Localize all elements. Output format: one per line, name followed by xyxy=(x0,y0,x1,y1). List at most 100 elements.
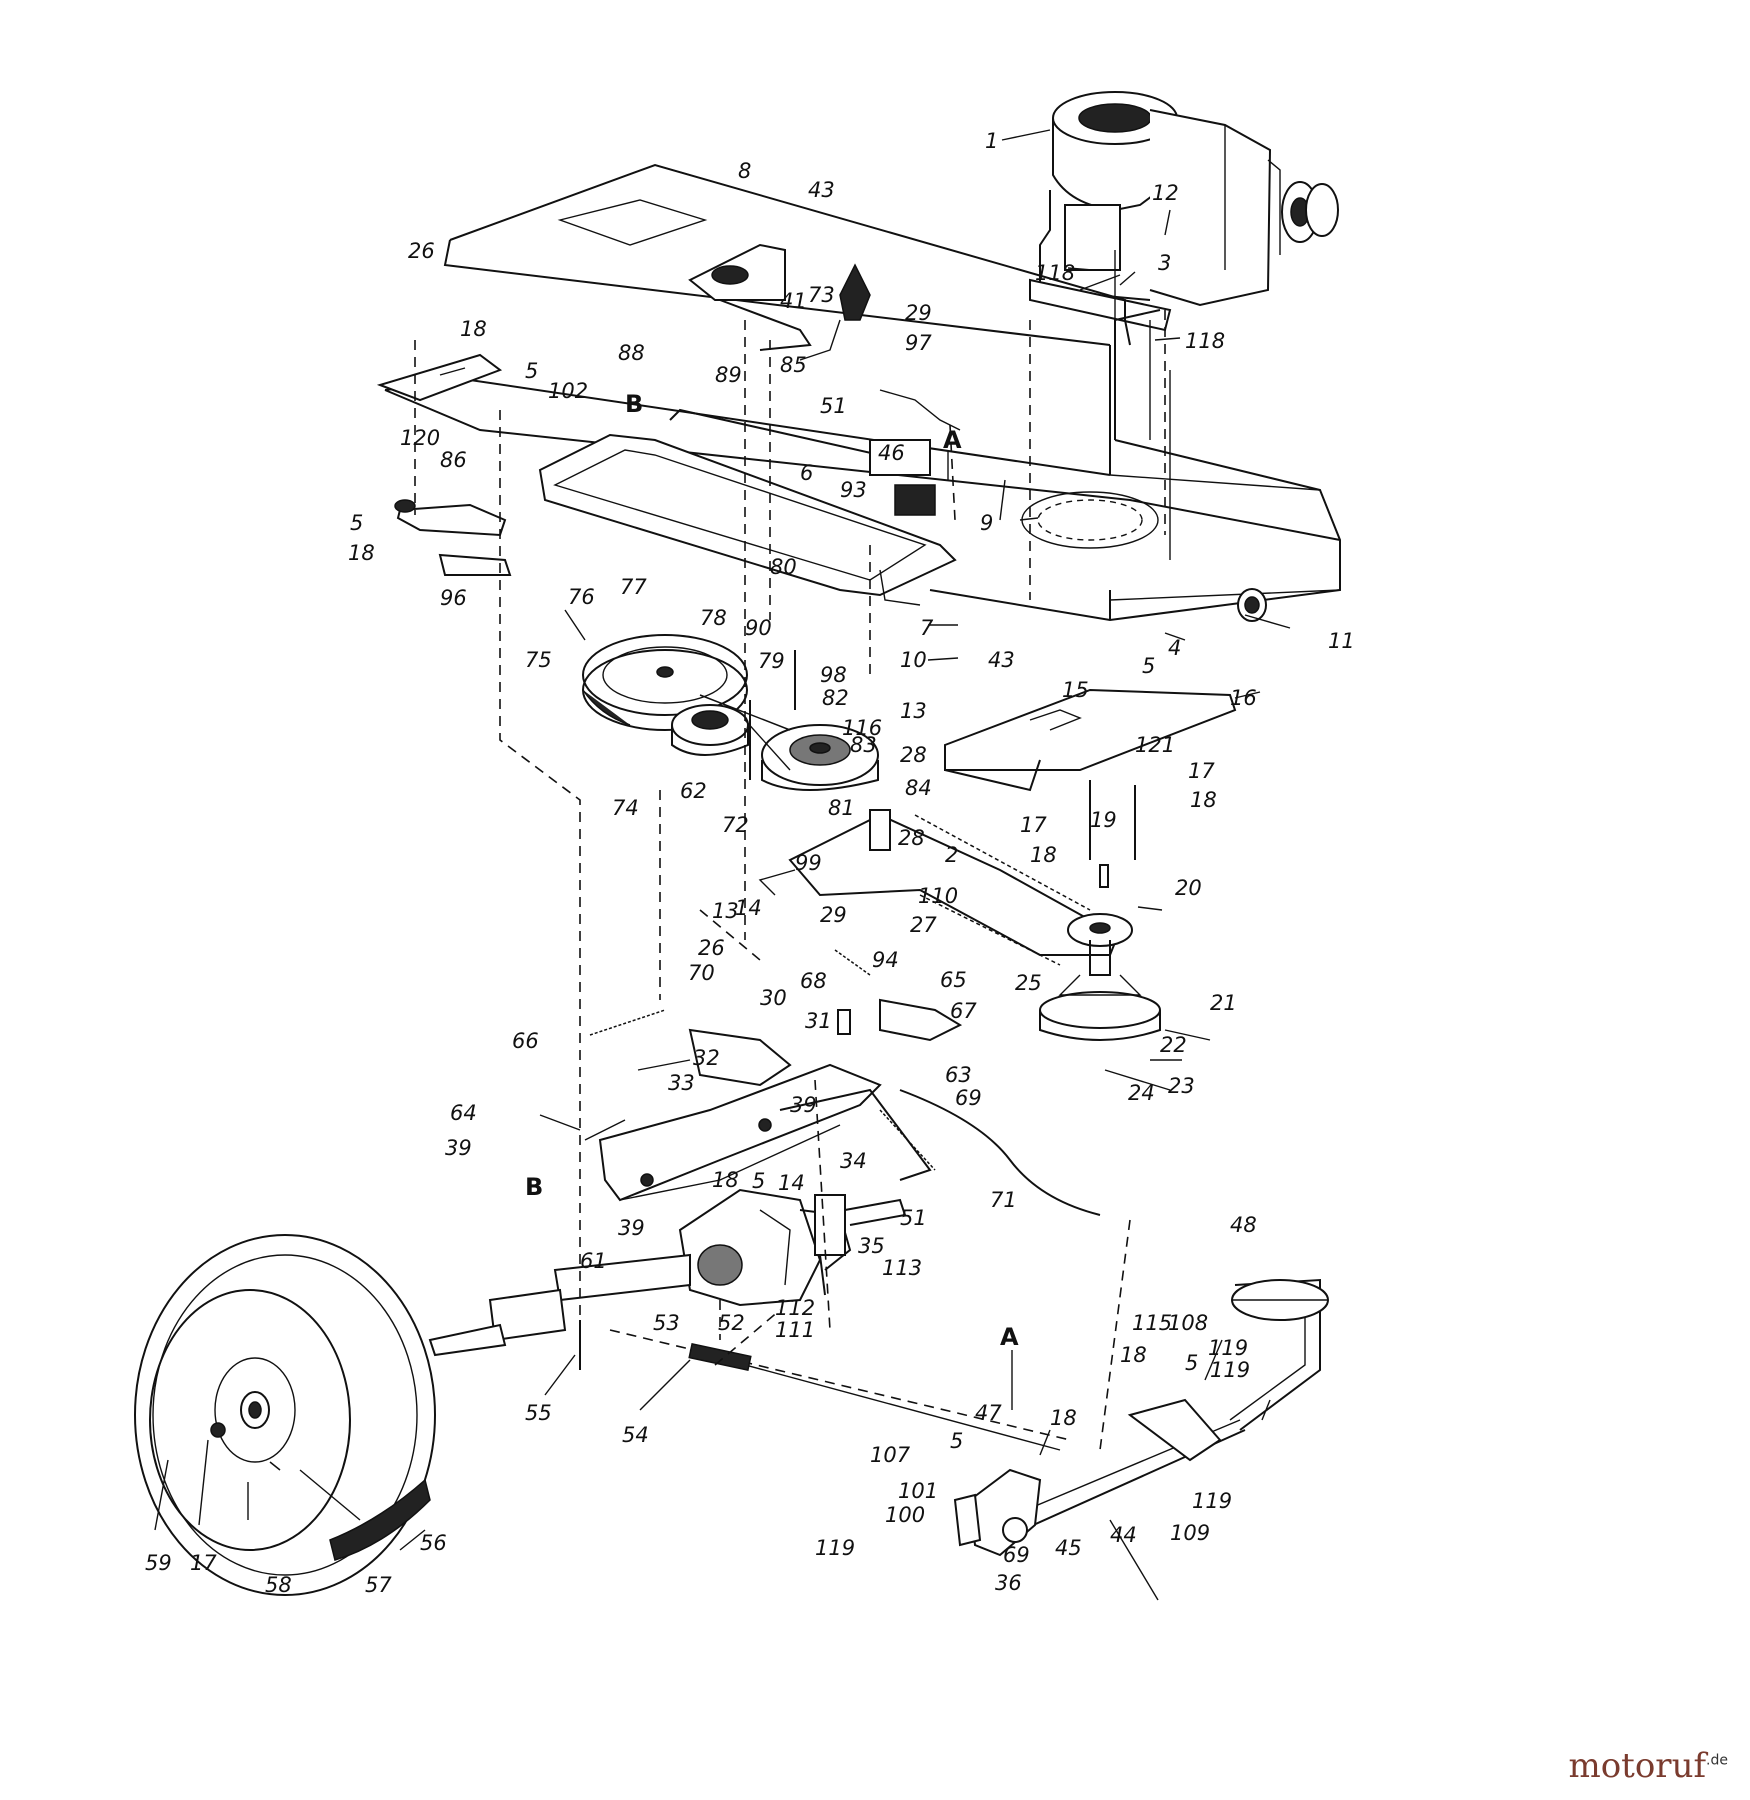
callout-41: 41 xyxy=(780,289,807,313)
callout-3: 3 xyxy=(1158,251,1171,275)
callout-68: 68 xyxy=(800,969,827,993)
callout-6: 6 xyxy=(800,461,813,485)
callout-31: 31 xyxy=(805,1009,832,1033)
bracket-16 xyxy=(944,688,1237,888)
leader-lines xyxy=(154,129,1291,1601)
callout-28-b: 28 xyxy=(898,826,925,850)
callout-54: 54 xyxy=(622,1423,649,1447)
callout-18-a: 18 xyxy=(460,317,487,341)
callout-24: 24 xyxy=(1128,1081,1155,1105)
callout-13-top: 13 xyxy=(900,699,927,723)
callout-5-f: 5 xyxy=(950,1429,963,1453)
callout-55: 55 xyxy=(525,1401,552,1425)
callout-101: 101 xyxy=(898,1479,938,1503)
callout-17-b: 17 xyxy=(1020,813,1047,837)
callout-71: 71 xyxy=(990,1188,1017,1212)
reference-letter-a-lower: A xyxy=(1000,1323,1019,1351)
callout-18-d: 18 xyxy=(1030,843,1057,867)
callout-90: 90 xyxy=(745,616,772,640)
callout-29-top: 29 xyxy=(905,301,932,325)
callout-25: 25 xyxy=(1015,971,1042,995)
callout-65: 65 xyxy=(940,968,967,992)
callout-11: 11 xyxy=(1328,629,1355,653)
rear-wheel xyxy=(134,1234,436,1596)
callout-36: 36 xyxy=(995,1571,1022,1595)
callout-51-b: 51 xyxy=(900,1206,927,1230)
callout-9: 9 xyxy=(980,511,993,535)
callout-70: 70 xyxy=(688,961,715,985)
callout-30: 30 xyxy=(760,986,787,1010)
callout-1: 1 xyxy=(985,129,998,153)
callout-78: 78 xyxy=(700,606,727,630)
callout-98: 98 xyxy=(820,663,847,687)
callout-85: 85 xyxy=(780,353,807,377)
pulley-assembly xyxy=(582,634,879,791)
callout-39-b: 39 xyxy=(790,1093,817,1117)
callout-39-c: 39 xyxy=(618,1216,645,1240)
transaxle xyxy=(428,1188,907,1370)
callout-97: 97 xyxy=(905,331,932,355)
callout-4: 4 xyxy=(1168,636,1181,660)
callout-111: 111 xyxy=(775,1318,815,1342)
callout-84: 84 xyxy=(905,776,932,800)
engine xyxy=(1029,91,1339,440)
watermark-text: motoruf xyxy=(1568,1746,1707,1786)
callout-7: 7 xyxy=(920,616,934,640)
callout-118-upper: 118 xyxy=(1035,261,1075,285)
watermark-suffix: .de xyxy=(1706,1752,1728,1769)
callout-66: 66 xyxy=(512,1029,539,1053)
callout-5-c: 5 xyxy=(752,1169,765,1193)
callout-58: 58 xyxy=(265,1573,292,1597)
callout-81: 81 xyxy=(828,796,855,820)
callout-88: 88 xyxy=(618,341,645,365)
callout-110: 110 xyxy=(918,884,958,908)
callout-118-lower: 118 xyxy=(1185,329,1225,353)
callout-93: 93 xyxy=(840,478,867,502)
callout-115: 115 xyxy=(1132,1311,1172,1335)
callout-43-top: 43 xyxy=(808,178,835,202)
callout-23: 23 xyxy=(1168,1074,1195,1098)
callout-107: 107 xyxy=(870,1443,911,1467)
callout-119-b: 119 xyxy=(815,1536,855,1560)
callout-119-a: 119 xyxy=(1208,1336,1248,1360)
callout-96: 96 xyxy=(440,586,467,610)
callout-116: 116 xyxy=(842,716,882,740)
callout-120: 120 xyxy=(400,426,440,450)
callout-19: 19 xyxy=(1090,808,1117,832)
reference-letter-b-upper: B xyxy=(625,390,643,418)
callout-15: 15 xyxy=(1062,678,1089,702)
callout-113: 113 xyxy=(882,1256,922,1280)
callout-119-d: 119 xyxy=(1210,1358,1250,1382)
callout-5-b: 5 xyxy=(350,511,363,535)
callout-47: 47 xyxy=(975,1401,1002,1425)
callout-26-b: 26 xyxy=(698,936,725,960)
callout-2: 2 xyxy=(945,843,958,867)
callout-109: 109 xyxy=(1170,1521,1210,1545)
callout-62: 62 xyxy=(680,779,707,803)
reference-letter-b-lower: B xyxy=(525,1173,543,1201)
callout-8-top: 8 xyxy=(738,159,751,183)
callout-43-b: 43 xyxy=(988,648,1015,672)
callout-10: 10 xyxy=(900,648,927,672)
callout-34: 34 xyxy=(840,1149,867,1173)
callout-100: 100 xyxy=(885,1503,925,1527)
callout-26-top: 26 xyxy=(408,239,435,263)
callout-94: 94 xyxy=(872,948,899,972)
callout-51-top: 51 xyxy=(820,394,847,418)
callout-numbers: 1 12 118 3 118 8 43 73 41 88 89 85 29 97… xyxy=(145,129,1355,1597)
callout-72: 72 xyxy=(722,813,749,837)
callout-18-b: 18 xyxy=(348,541,375,565)
callout-74: 74 xyxy=(612,796,639,820)
callout-57: 57 xyxy=(365,1573,392,1597)
callout-48: 48 xyxy=(1230,1213,1257,1237)
callout-18-f: 18 xyxy=(1120,1343,1147,1367)
callout-32: 32 xyxy=(693,1046,720,1070)
callout-75: 75 xyxy=(525,648,552,672)
callout-63: 63 xyxy=(945,1063,972,1087)
callout-29-b: 29 xyxy=(820,903,847,927)
callout-61: 61 xyxy=(580,1249,607,1273)
callout-112: 112 xyxy=(775,1296,815,1320)
callout-21: 21 xyxy=(1210,991,1237,1015)
callout-76: 76 xyxy=(568,585,595,609)
